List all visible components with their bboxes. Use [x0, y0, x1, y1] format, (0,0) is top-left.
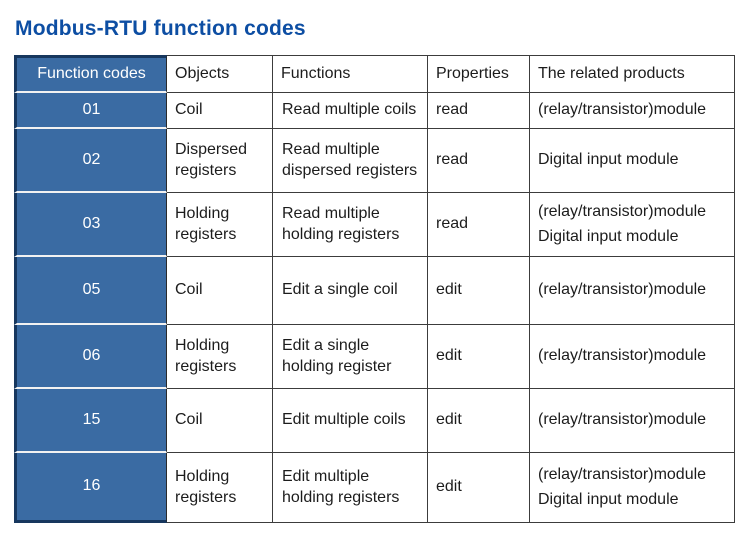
table-header: Function codes Objects Functions Propert… — [14, 55, 735, 93]
object-cell: Coil — [167, 257, 273, 325]
function-code-cell: 02 — [14, 129, 167, 193]
header-function-codes: Function codes — [14, 55, 167, 93]
product-line: (relay/transistor)module — [538, 347, 707, 365]
function-cell: Read multiple holding registers — [273, 193, 428, 257]
function-cell: Edit a single holding register — [273, 325, 428, 389]
table-row: 02 Dispersed registers Read multiple dis… — [14, 129, 735, 193]
related-products-cell: (relay/transistor)module — [530, 325, 735, 389]
object-cell: Coil — [167, 93, 273, 129]
modbus-function-table: Function codes Objects Functions Propert… — [14, 55, 735, 523]
header-related-products: The related products — [530, 55, 735, 93]
function-cell: Edit multiple holding registers — [273, 453, 428, 523]
product-line: (relay/transistor)module — [538, 465, 707, 483]
function-cell: Read multiple dispersed registers — [273, 129, 428, 193]
object-cell: Coil — [167, 389, 273, 453]
product-line: Digital input module — [538, 227, 679, 245]
function-code-cell: 15 — [14, 389, 167, 453]
header-row: Function codes Objects Functions Propert… — [14, 55, 735, 93]
object-cell: Holding registers — [167, 453, 273, 523]
function-cell: Edit multiple coils — [273, 389, 428, 453]
property-cell: read — [428, 193, 530, 257]
product-line: (relay/transistor)module — [538, 101, 707, 119]
table-row: 16 Holding registers Edit multiple holdi… — [14, 453, 735, 523]
function-code-cell: 01 — [14, 93, 167, 129]
table-row: 06 Holding registers Edit a single holdi… — [14, 325, 735, 389]
product-line: (relay/transistor)module — [538, 202, 707, 220]
table-row: 03 Holding registers Read multiple holdi… — [14, 193, 735, 257]
product-line: (relay/transistor)module — [538, 281, 707, 299]
page-title: Modbus-RTU function codes — [15, 17, 306, 40]
product-line: Digital input module — [538, 490, 679, 508]
object-cell: Holding registers — [167, 193, 273, 257]
related-products-cell: (relay/transistor)module — [530, 257, 735, 325]
function-cell: Read multiple coils — [273, 93, 428, 129]
related-products-cell: (relay/transistor)module — [530, 389, 735, 453]
product-line: (relay/transistor)module — [538, 411, 707, 429]
object-cell: Holding registers — [167, 325, 273, 389]
property-cell: read — [428, 129, 530, 193]
header-properties: Properties — [428, 55, 530, 93]
related-products-cell: (relay/transistor)module — [530, 93, 735, 129]
function-code-cell: 03 — [14, 193, 167, 257]
property-cell: edit — [428, 257, 530, 325]
table-row: 01 Coil Read multiple coils read (relay/… — [14, 93, 735, 129]
header-objects: Objects — [167, 55, 273, 93]
table-row: 15 Coil Edit multiple coils edit (relay/… — [14, 389, 735, 453]
property-cell: edit — [428, 389, 530, 453]
header-functions: Functions — [273, 55, 428, 93]
object-cell: Dispersed registers — [167, 129, 273, 193]
property-cell: edit — [428, 453, 530, 523]
product-line: Digital input module — [538, 151, 679, 169]
function-cell: Edit a single coil — [273, 257, 428, 325]
property-cell: edit — [428, 325, 530, 389]
function-code-cell: 16 — [14, 453, 167, 523]
related-products-cell: Digital input module — [530, 129, 735, 193]
property-cell: read — [428, 93, 530, 129]
function-code-cell: 05 — [14, 257, 167, 325]
table-row: 05 Coil Edit a single coil edit (relay/t… — [14, 257, 735, 325]
table-body: 01 Coil Read multiple coils read (relay/… — [14, 93, 735, 523]
function-code-cell: 06 — [14, 325, 167, 389]
